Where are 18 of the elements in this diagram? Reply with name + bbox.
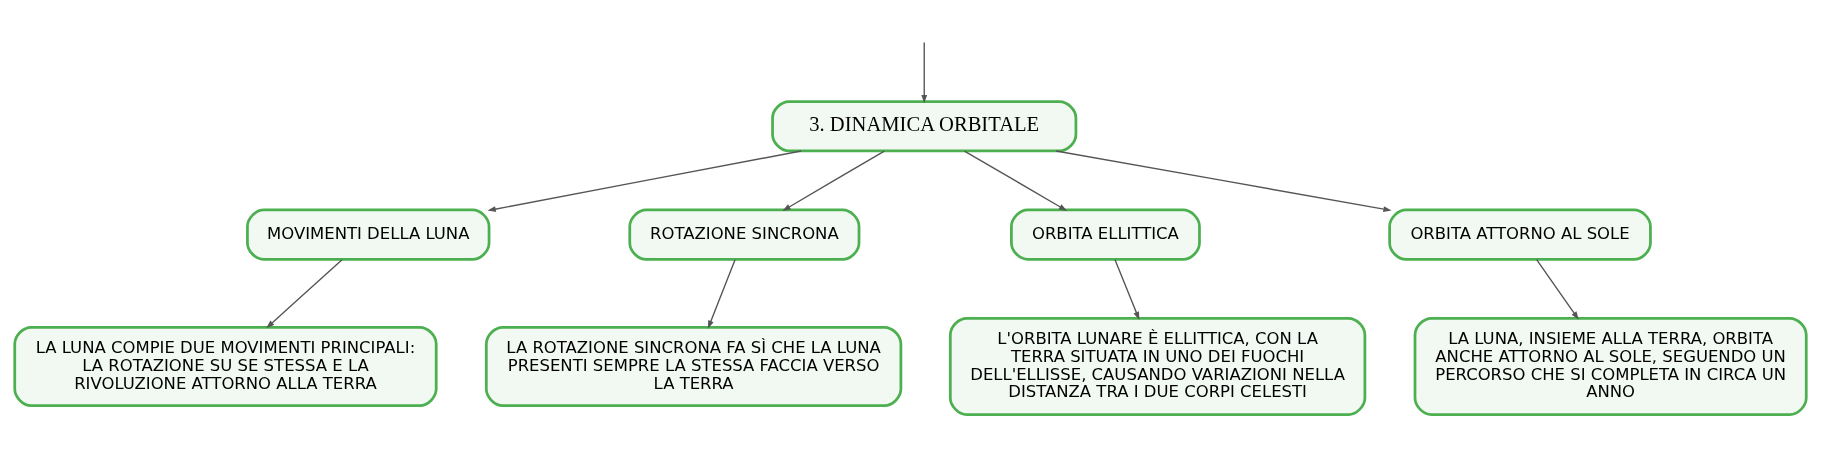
node-box: 3. DINAMICA ORBITALE <box>771 99 1078 152</box>
arrow <box>963 149 1068 211</box>
arrow <box>707 258 736 329</box>
node-box: ROTAZIONE SINCRONA <box>628 208 861 261</box>
arrow <box>1535 258 1579 320</box>
node-box: ORBITA ELLITTICA <box>1010 208 1201 261</box>
arrow <box>921 41 928 103</box>
node-box: LA ROTAZIONE SINCRONA FA SÌ CHE LA LUNA PRESENTI SEMPRE LA STESSA FACCIA VERSO LA TERRA <box>484 325 903 407</box>
arrow <box>1055 149 1392 212</box>
arrow <box>782 149 885 211</box>
node-box: ORBITA ATTORNO AL SOLE <box>1388 208 1652 261</box>
arrow <box>487 149 802 212</box>
node-box: MOVIMENTI DELLA LUNA <box>246 208 491 261</box>
node-box: LA LUNA, INSIEME ALLA TERRA, ORBITA ANCHE ATTORNO AL SOLE, SEGUENDO UN PERCORSO CHE SI COMPLETA IN CIRCA UN ANNO <box>1413 316 1808 416</box>
arrow <box>266 258 343 328</box>
node-box: LA LUNA COMPIE DUE MOVIMENTI PRINCIPALI: LA ROTAZIONE SU SE STESSA E LA RIVOLUZIONE ATTORNO ALLA TERRA <box>13 325 438 407</box>
node-box: L'ORBITA LUNARE È ELLITTICA, CON LA TERRA SITUATA IN UNO DEI FUOCHI DELL'ELLISSE, CAUSANDO VARIAZIONI NELLA DISTANZA TRA I DUE CORPI CELESTI <box>948 316 1367 416</box>
arrow <box>1114 258 1140 320</box>
